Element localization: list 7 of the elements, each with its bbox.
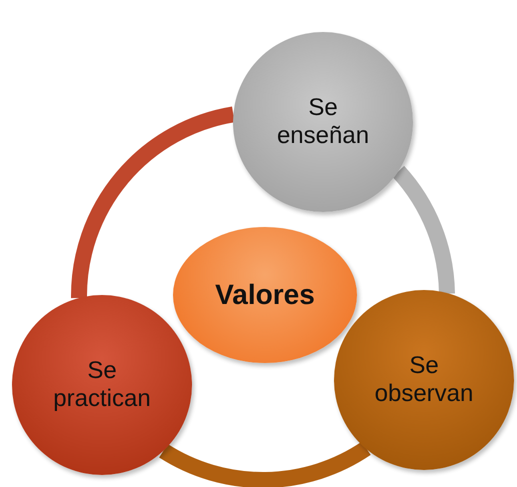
arc-connector: [392, 166, 455, 294]
arc-connector: [71, 106, 236, 298]
node-label: Se practican: [52, 357, 152, 413]
arc-connector: [160, 441, 370, 487]
node-label: Se enseñan: [276, 94, 370, 150]
node-label: Valores: [215, 278, 315, 312]
node-label: Se observan: [374, 352, 474, 408]
